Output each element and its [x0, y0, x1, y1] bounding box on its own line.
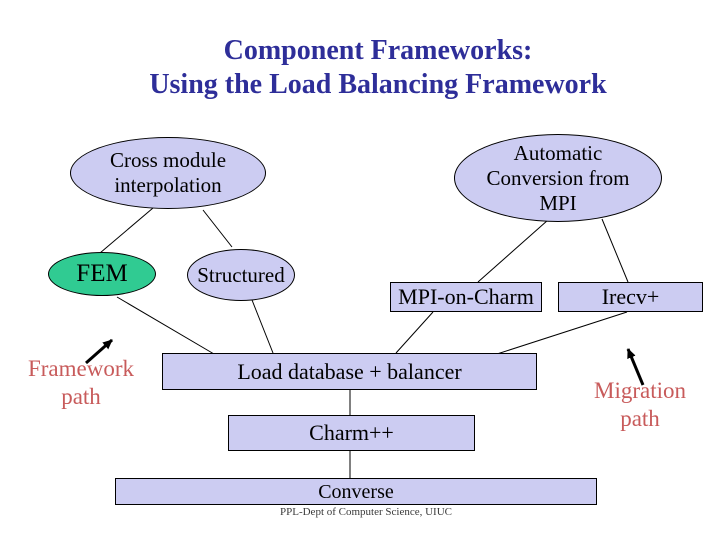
node-charmpp-label: Charm++: [309, 420, 394, 445]
node-load-database-balancer-label: Load database + balancer: [237, 358, 462, 384]
node-cross-module-interpolation-label: Cross module interpolation: [109, 148, 227, 197]
migration-path-label: Migration path: [594, 378, 686, 431]
node-converse: Converse: [115, 478, 597, 505]
slide-title-line1: Component Frameworks:: [223, 35, 533, 66]
node-irecv: Irecv+: [558, 282, 703, 312]
edge-auto-conversion-to-irecv: [601, 218, 629, 283]
slide-footer: PPL-Dept of Computer Science, UIUC: [280, 506, 452, 518]
node-converse-label: Converse: [318, 480, 394, 503]
node-fem-label: FEM: [76, 260, 128, 287]
edge-cross-module-to-structured: [202, 209, 233, 248]
node-load-database-balancer: Load database + balancer: [162, 353, 537, 390]
node-charmpp: Charm++: [228, 415, 475, 451]
slide-title: Component Frameworks: Using the Load Bal…: [40, 34, 716, 102]
framework-path-arrow: [85, 338, 113, 365]
framework-path-label: Framework path: [27, 356, 135, 409]
edge-irecv-to-load-db: [496, 311, 628, 355]
edge-fem-to-load-db: [116, 296, 215, 355]
node-cross-module-interpolation: Cross module interpolation: [70, 137, 266, 209]
node-structured: Structured: [187, 249, 295, 301]
node-mpi-on-charm: MPI-on-Charm: [390, 282, 542, 312]
node-automatic-conversion-from-mpi: Automatic Conversion from MPI: [454, 134, 662, 222]
edge-auto-conversion-to-mpi-on-charm: [477, 219, 549, 283]
slide-title-line2: Using the Load Balancing Framework: [149, 69, 607, 100]
node-automatic-conversion-from-mpi-label: Automatic Conversion from MPI: [486, 140, 630, 215]
migration-path-arrow: [626, 348, 645, 386]
node-mpi-on-charm-label: MPI-on-Charm: [398, 284, 534, 309]
edge-cross-module-to-fem: [99, 207, 154, 254]
edge-structured-to-load-db: [251, 299, 274, 354]
edge-mpi-on-charm-to-load-db: [395, 311, 434, 354]
node-irecv-label: Irecv+: [601, 284, 660, 309]
node-fem: FEM: [48, 252, 156, 296]
node-structured-label: Structured: [197, 262, 285, 287]
